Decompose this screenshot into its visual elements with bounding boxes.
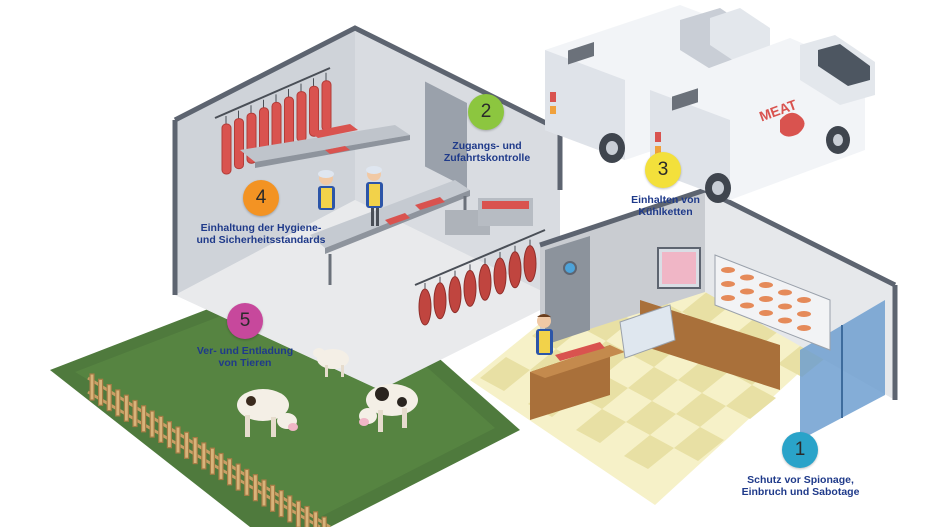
display-meat-item bbox=[759, 296, 773, 302]
zone-caption-2-line-2: Zufahrtskontrolle bbox=[443, 152, 531, 164]
zone-caption-3: Einhalten von Kühlketten bbox=[628, 194, 703, 218]
fence-post bbox=[261, 479, 267, 507]
display-meat-item bbox=[740, 302, 754, 309]
fence bbox=[87, 373, 331, 527]
fence-post bbox=[175, 426, 181, 454]
zone-marker-5: 5 bbox=[227, 303, 263, 339]
display-meat-item bbox=[778, 289, 792, 296]
fence-post bbox=[287, 495, 293, 523]
cows bbox=[237, 348, 418, 437]
butcher-shop-building bbox=[470, 187, 898, 505]
fence-post bbox=[158, 415, 164, 443]
zone-caption-3-line-1: Einhalten von bbox=[631, 194, 700, 206]
fence-post bbox=[166, 421, 172, 449]
fence-post bbox=[97, 378, 104, 406]
fence-post bbox=[123, 394, 130, 422]
truck-front: MEAT bbox=[650, 35, 875, 203]
fence-post bbox=[89, 373, 95, 401]
fence-post bbox=[209, 447, 215, 475]
floor-tile bbox=[674, 427, 724, 461]
fence-post bbox=[252, 474, 258, 502]
zone-caption-4: Einhaltung der Hygiene- und Sicherheitss… bbox=[196, 222, 326, 246]
display-meat-item bbox=[740, 288, 754, 295]
cutting-tables bbox=[240, 124, 533, 285]
hanging-carcass bbox=[284, 96, 294, 148]
fence-post bbox=[184, 431, 190, 459]
display-meat-item bbox=[721, 295, 735, 301]
hanging-ham bbox=[433, 282, 447, 320]
meat-rail-lower bbox=[414, 229, 546, 326]
zone-caption-5: Ver- und Entladung von Tieren bbox=[193, 345, 297, 369]
zone-caption-1-line-1: Schutz vor Spionage, bbox=[747, 474, 854, 486]
floor-tile bbox=[726, 385, 776, 419]
floor-tile bbox=[576, 409, 626, 443]
floor-tile bbox=[480, 357, 530, 391]
display-meat-item bbox=[759, 282, 773, 288]
display-meat-item bbox=[721, 281, 735, 287]
floor-tile bbox=[676, 393, 726, 427]
floor-tile bbox=[628, 367, 678, 401]
hanging-ham bbox=[523, 245, 537, 283]
display-meat-item bbox=[721, 267, 735, 273]
fence-post bbox=[149, 410, 155, 438]
display-meat-item bbox=[797, 311, 811, 317]
zone-caption-3-line-2: Kühlketten bbox=[638, 206, 693, 218]
display-meat-item bbox=[759, 310, 773, 316]
fence-post bbox=[132, 399, 138, 428]
display-meat-item bbox=[797, 297, 811, 303]
hanging-carcass bbox=[234, 118, 244, 170]
zone-caption-1: Schutz vor Spionage, Einbruch und Sabota… bbox=[738, 474, 863, 498]
zone-marker-3: 3 bbox=[645, 152, 681, 188]
zone-caption-5-line-2: von Tieren bbox=[218, 357, 272, 369]
fence-post bbox=[235, 463, 241, 491]
workers bbox=[318, 166, 383, 226]
fence-post bbox=[244, 468, 250, 496]
zone-caption-5-line-1: Ver- und Entladung bbox=[196, 345, 294, 357]
fence-post bbox=[295, 500, 301, 527]
hanging-carcass bbox=[221, 123, 232, 175]
hanging-ham bbox=[448, 276, 462, 314]
fence-post bbox=[192, 437, 198, 465]
fence-post bbox=[201, 442, 207, 470]
floor-tile bbox=[624, 435, 674, 469]
display-meat-item bbox=[778, 303, 792, 310]
fence-post bbox=[270, 484, 276, 512]
hanging-ham bbox=[463, 269, 477, 307]
fence-post bbox=[106, 384, 112, 412]
zone-marker-4: 4 bbox=[243, 180, 279, 216]
fence-post bbox=[115, 389, 121, 417]
display-meat-item bbox=[740, 274, 754, 281]
hanging-ham bbox=[508, 251, 522, 289]
zone-marker-1: 1 bbox=[782, 432, 818, 468]
hanging-ham bbox=[493, 257, 507, 295]
fence-post bbox=[321, 516, 327, 527]
fence-post bbox=[141, 405, 147, 433]
fence-post bbox=[278, 490, 284, 518]
hanging-ham bbox=[478, 263, 492, 301]
fence-post bbox=[218, 452, 224, 481]
zone-caption-4-line-1: Einhaltung der Hygiene- bbox=[200, 222, 322, 234]
hanging-ham bbox=[418, 288, 432, 326]
floor-tile bbox=[626, 401, 676, 435]
hanging-carcass bbox=[309, 85, 319, 137]
zone-marker-2: 2 bbox=[468, 94, 504, 130]
display-meat-item bbox=[797, 325, 811, 331]
zone-caption-2: Zugangs- und Zufahrtskontrolle bbox=[438, 140, 536, 164]
hanging-carcass bbox=[296, 91, 307, 143]
fence-post bbox=[227, 458, 233, 486]
display-meat-item bbox=[778, 317, 792, 324]
fence-post bbox=[313, 511, 319, 527]
zone-caption-4-line-2: und Sicherheitsstandards bbox=[196, 234, 326, 246]
hanging-carcass bbox=[321, 80, 332, 132]
zone-caption-1-line-2: Einbruch und Sabotage bbox=[741, 486, 860, 498]
zone-caption-2-line-1: Zugangs- und bbox=[452, 140, 522, 152]
fence-post bbox=[304, 505, 310, 527]
